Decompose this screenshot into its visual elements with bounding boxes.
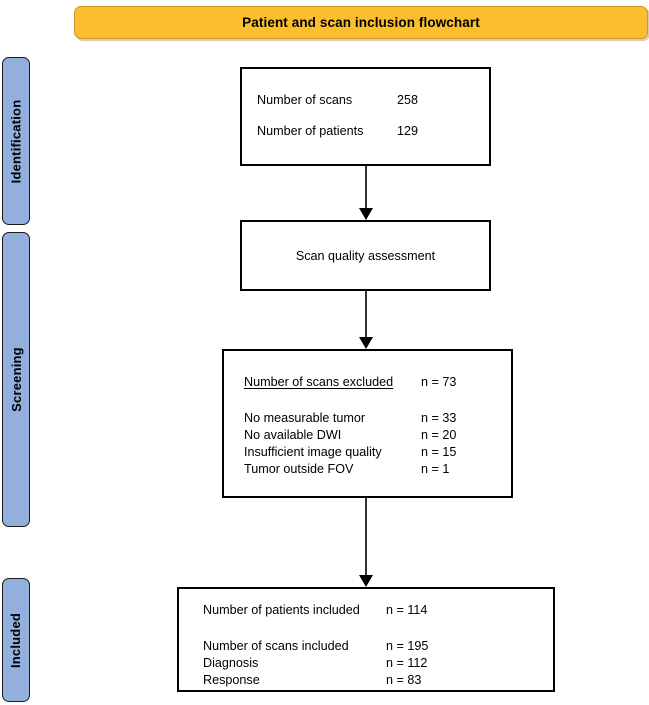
included-rows: Number of patients included n = 114 Numb… [179, 589, 553, 690]
row-label: Number of scans included [203, 639, 349, 653]
stage-label-identification: Identification [2, 57, 30, 225]
row-response: Response n = 83 [203, 672, 553, 689]
flowchart-title-banner: Patient and scan inclusion flowchart [74, 6, 648, 39]
arrow-shaft [365, 166, 367, 210]
row-insufficient-image-quality: Insufficient image quality n = 15 [244, 444, 511, 461]
row-label: Number of scans excluded [244, 375, 394, 389]
row-label: No available DWI [244, 428, 342, 442]
page-title: Patient and scan inclusion flowchart [242, 15, 480, 30]
flow-box-excluded-scans: Number of scans excluded n = 73 No measu… [222, 349, 513, 498]
arrow-head-icon [359, 575, 373, 587]
row-scans-included: Number of scans included n = 195 [203, 638, 553, 655]
row-scans-excluded-header: Number of scans excluded n = 73 [244, 374, 511, 391]
row-value: n = 114 [386, 603, 428, 617]
row-number-of-scans: Number of scans 258 [257, 92, 489, 109]
excluded-rows: Number of scans excluded n = 73 No measu… [224, 351, 511, 496]
row-value: 258 [397, 93, 419, 107]
stage-label-included: Included [2, 578, 30, 702]
row-diagnosis: Diagnosis n = 112 [203, 655, 553, 672]
flow-box-identification: Number of scans 258 Number of patients 1… [240, 67, 491, 166]
assessment-rows: Scan quality assessment [242, 222, 489, 289]
arrow-head-icon [359, 208, 373, 220]
arrow-head-icon [359, 337, 373, 349]
arrow-excluded-to-included [359, 498, 373, 587]
row-label: Insufficient image quality [244, 445, 382, 459]
row-no-available-dwi: No available DWI n = 20 [244, 427, 511, 444]
row-label: Number of patients [257, 124, 364, 138]
stage-label-screening: Screening [2, 232, 30, 527]
row-number-of-patients: Number of patients 129 [257, 123, 489, 140]
arrow-assessment-to-excluded [359, 291, 373, 349]
flow-box-included: Number of patients included n = 114 Numb… [177, 587, 555, 692]
assessment-text: Scan quality assessment [295, 248, 436, 263]
flow-box-scan-quality-assessment: Scan quality assessment [240, 220, 491, 291]
stage-included-text: Included [8, 612, 24, 668]
row-no-measurable-tumor: No measurable tumor n = 33 [244, 410, 511, 427]
identification-rows: Number of scans 258 Number of patients 1… [242, 69, 489, 164]
row-value: n = 73 [421, 375, 457, 389]
row-value: n = 1 [421, 462, 450, 476]
arrow-shaft [365, 498, 367, 577]
row-patients-included: Number of patients included n = 114 [203, 602, 553, 619]
row-label: No measurable tumor [244, 411, 366, 425]
row-label: Response [203, 673, 260, 687]
row-value: n = 33 [421, 411, 457, 425]
row-value: n = 15 [421, 445, 457, 459]
row-label: Diagnosis [203, 656, 259, 670]
row-label: Number of patients included [203, 603, 360, 617]
row-value: n = 195 [386, 639, 429, 653]
row-tumor-outside-fov: Tumor outside FOV n = 1 [244, 461, 511, 478]
row-value: 129 [397, 124, 419, 138]
row-value: n = 83 [386, 673, 422, 687]
stage-screening-text: Screening [8, 347, 24, 412]
arrow-identification-to-assessment [359, 166, 373, 220]
stage-identification-text: Identification [8, 99, 24, 183]
row-label: Tumor outside FOV [244, 462, 354, 476]
row-value: n = 112 [386, 656, 428, 670]
arrow-shaft [365, 291, 367, 339]
row-label: Number of scans [257, 93, 353, 107]
row-value: n = 20 [421, 428, 457, 442]
